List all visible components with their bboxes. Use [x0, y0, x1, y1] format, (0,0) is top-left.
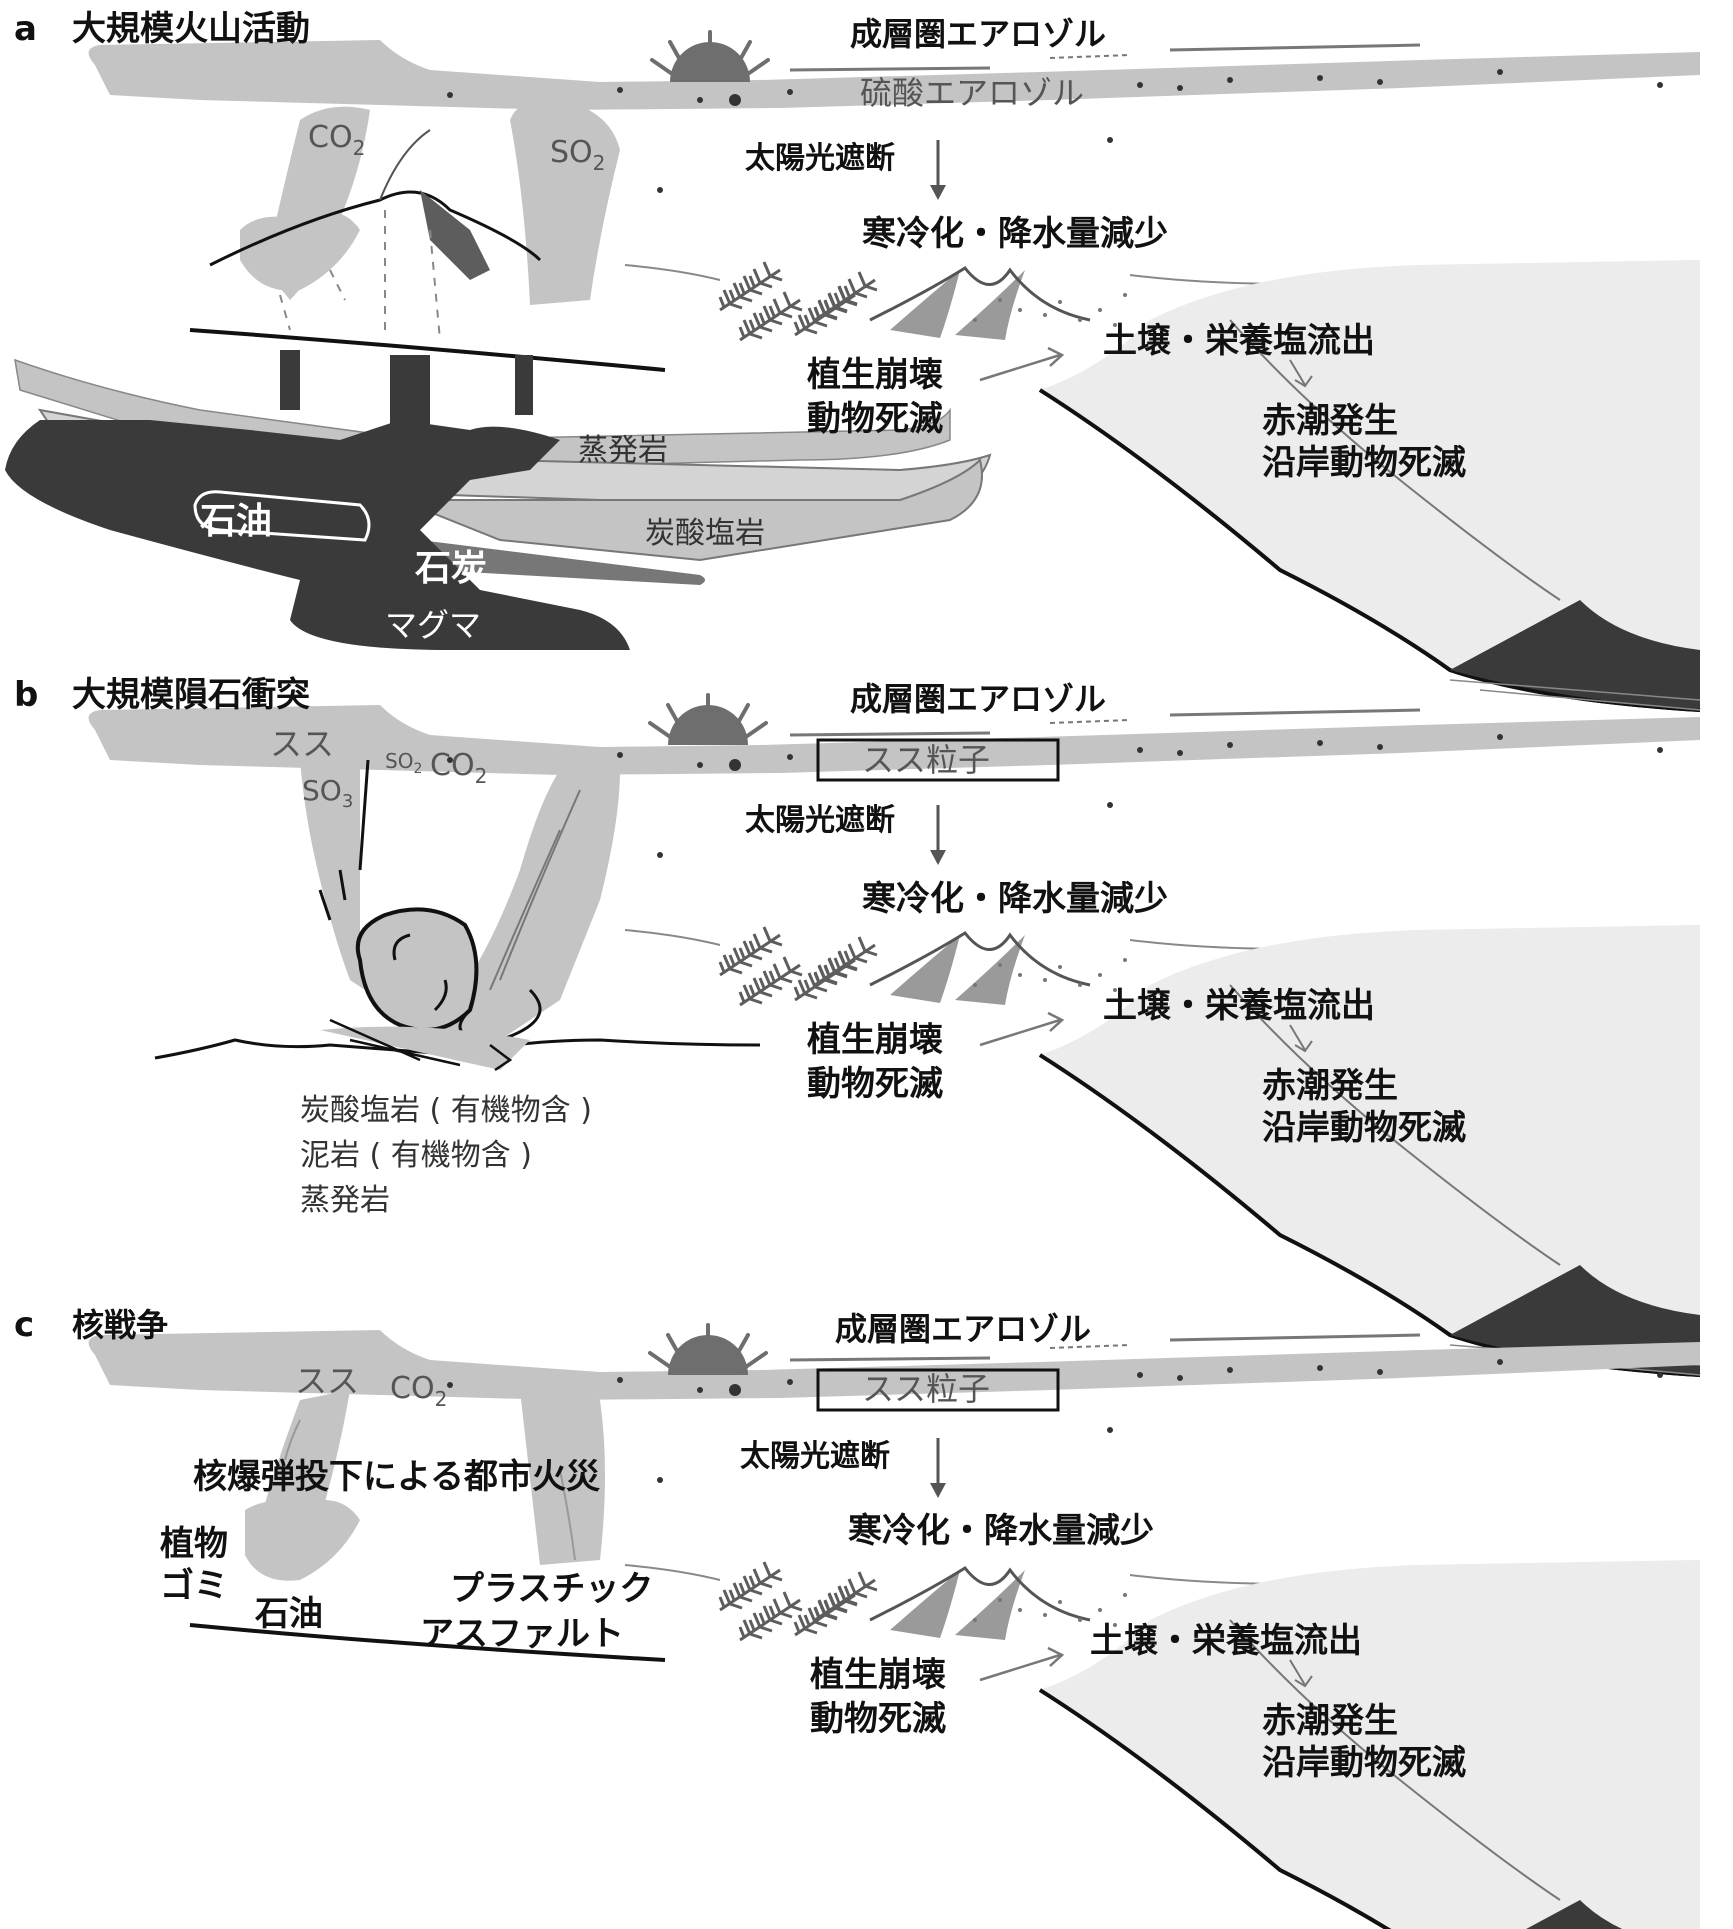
- fuel-asphalt-label: アスファルト: [420, 1614, 624, 1654]
- magma-label: マグマ: [385, 606, 481, 644]
- red-tide-label: 赤潮発生: [1262, 1066, 1398, 1106]
- strat-aerosol-label: 成層圏エアロゾル: [850, 680, 1106, 718]
- strat-aerosol-label: 成層圏エアロゾル: [850, 15, 1106, 53]
- sunlight-block-label: 太陽光遮断: [745, 141, 895, 176]
- panel-a: a 大規模火山活動 成層圏エアロゾル 硫酸エアロゾル CO2 SO2 太陽光遮断…: [5, 9, 1700, 710]
- panel-b: b 大規模隕石衝突 成層圏エアロゾル スス粒子 スス SO3 SO2 CO2 太…: [14, 675, 1700, 1375]
- vegetation-collapse-label: 植生崩壊: [807, 1020, 943, 1060]
- coal-label: 石炭: [415, 548, 487, 589]
- sun-icon-b: [648, 693, 768, 747]
- so2-small-label: SO2: [385, 749, 422, 777]
- cooling-label: 寒冷化・降水量減少: [848, 1511, 1154, 1551]
- co2-label: CO2: [308, 120, 365, 160]
- target-rock-mudstone: 泥岩 ( 有機物含 ): [300, 1138, 532, 1173]
- so3-label: SO3: [302, 774, 353, 812]
- coastal-extinction-label: 沿岸動物死滅: [1262, 1108, 1466, 1148]
- soot-particle-label: スス粒子: [862, 1370, 990, 1408]
- animal-extinction-label: 動物死滅: [810, 1699, 946, 1739]
- cooling-label: 寒冷化・降水量減少: [862, 214, 1168, 254]
- animal-extinction-label: 動物死滅: [807, 1064, 943, 1104]
- soot-particle-label: スス粒子: [862, 741, 990, 779]
- sun-icon-a: [650, 30, 770, 84]
- soot-particle-box: [816, 738, 1060, 782]
- soot-label: スス: [295, 1362, 359, 1400]
- so2-label: SO2: [550, 135, 605, 175]
- animal-extinction-label: 動物死滅: [807, 399, 943, 439]
- cooling-label: 寒冷化・降水量減少: [862, 879, 1168, 919]
- fuel-plants-label: 植物: [160, 1524, 228, 1564]
- panel-title: 大規模隕石衝突: [72, 675, 310, 715]
- oil-label: 石油: [200, 501, 272, 542]
- fuel-oil-label: 石油: [254, 1594, 323, 1634]
- soot-particle-box: [816, 1368, 1060, 1412]
- target-rock-carbonate: 炭酸塩岩 ( 有機物含 ): [300, 1093, 592, 1128]
- red-tide-label: 赤潮発生: [1262, 1701, 1398, 1741]
- vegetation-collapse-label: 植生崩壊: [810, 1655, 946, 1695]
- panel-letter: c: [14, 1305, 34, 1345]
- panel-letter: b: [14, 675, 38, 715]
- co2-label: CO2: [430, 748, 487, 788]
- sunlight-block-label: 太陽光遮断: [745, 803, 895, 838]
- sun-icon-c: [648, 1323, 768, 1377]
- soil-runoff-label: 土壌・栄養塩流出: [1103, 986, 1375, 1026]
- soil-runoff-label: 土壌・栄養塩流出: [1090, 1621, 1362, 1661]
- panel-c: c 核戦争 成層圏エアロゾル スス粒子 スス CO2 核爆弾投下による都市火災 …: [14, 1305, 1700, 1929]
- soot-label: スス: [270, 725, 334, 763]
- sunlight-block-label: 太陽光遮断: [740, 1439, 890, 1474]
- vegetation-collapse-label: 植生崩壊: [807, 355, 943, 395]
- target-rock-evaporite: 蒸発岩: [300, 1183, 390, 1218]
- evaporite-label: 蒸発岩: [578, 433, 668, 468]
- fuel-garbage-label: ゴミ: [160, 1566, 228, 1606]
- coastal-extinction-label: 沿岸動物死滅: [1262, 443, 1466, 483]
- panel-letter: a: [14, 9, 37, 49]
- sulfate-aerosol-label: 硫酸エアロゾル: [860, 74, 1084, 112]
- co2-label: CO2: [390, 1371, 447, 1411]
- urban-fire-label: 核爆弾投下による都市火災: [193, 1457, 600, 1497]
- fuel-plastic-label: プラスチック: [450, 1569, 653, 1609]
- soil-runoff-label: 土壌・栄養塩流出: [1103, 321, 1375, 361]
- carbonate-label: 炭酸塩岩: [645, 516, 765, 551]
- panel-title: 大規模火山活動: [72, 9, 310, 49]
- coastal-extinction-label: 沿岸動物死滅: [1262, 1743, 1466, 1783]
- strat-aerosol-label: 成層圏エアロゾル: [835, 1310, 1091, 1348]
- panel-title: 核戦争: [72, 1306, 168, 1344]
- red-tide-label: 赤潮発生: [1262, 401, 1398, 441]
